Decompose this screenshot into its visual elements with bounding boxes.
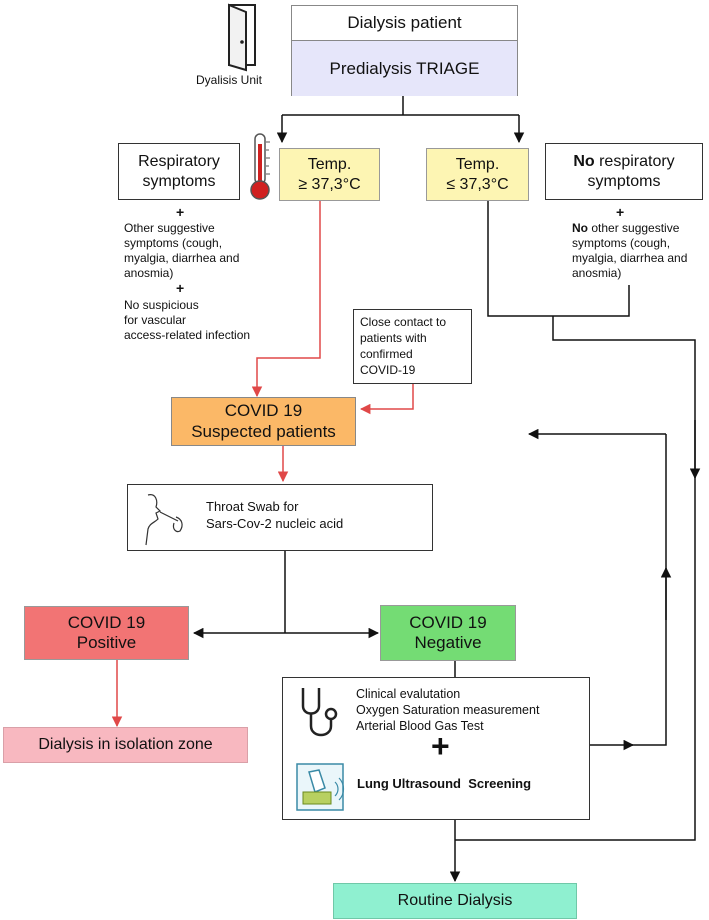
text-line: Close contact to <box>360 315 447 329</box>
text-line: Sars-Cov-2 nucleic acid <box>206 516 344 531</box>
text-line: anosmia) <box>124 266 174 280</box>
text-line: Arterial Blood Gas Test <box>356 719 484 733</box>
suspected-patients-box: COVID 19 Suspected patients <box>171 397 356 446</box>
positive-line-2: Positive <box>76 633 137 652</box>
patient-triage-box: Dialysis patient Predialysis TRIAGE <box>291 5 518 96</box>
dialysis-unit-label: Dyalisis Unit <box>196 73 263 87</box>
temp-low-box: Temp. ≤ 37,3°C <box>426 148 529 201</box>
respiratory-symptoms-box: Respiratory symptoms <box>118 143 240 200</box>
respiratory-rest: respiratory <box>594 153 675 171</box>
thermometer-icon <box>250 133 270 200</box>
covid-positive-box: COVID 19 Positive <box>24 606 189 660</box>
negative-line-2: Negative <box>414 633 482 652</box>
text-line: symptoms (cough, <box>124 236 223 250</box>
isolation-zone-box: Dialysis in isolation zone <box>3 727 248 763</box>
left-red-path <box>251 201 321 398</box>
vascular-note-text: No suspicious for vascular access-relate… <box>124 298 250 343</box>
evaluation-text: Clinical evalutation Oxygen Saturation m… <box>356 686 539 734</box>
temp-high-label: Temp. <box>307 156 352 174</box>
isolation-label: Dialysis in isolation zone <box>38 736 213 754</box>
routine-label: Routine Dialysis <box>397 892 513 910</box>
text-line: confirmed <box>360 347 413 361</box>
stethoscope-icon <box>301 688 338 737</box>
temp-high-value: ≥ 37,3°C <box>298 175 361 193</box>
right-branch-path <box>455 201 696 841</box>
door-icon <box>228 3 256 72</box>
routine-dialysis-box: Routine Dialysis <box>333 883 577 919</box>
text-line: No suspicious <box>124 298 199 312</box>
no-respiratory-symptoms-box: No respiratory symptoms <box>545 143 703 200</box>
no-other-symptoms-text: No other suggestive symptoms (cough, mya… <box>572 221 687 281</box>
temp-high-box: Temp. ≥ 37,3°C <box>279 148 380 201</box>
text-line: Other suggestive <box>124 221 215 235</box>
respiratory-line: Respiratory <box>138 153 220 171</box>
plus-sign: + <box>176 280 185 296</box>
covid-negative-box: COVID 19 Negative <box>380 605 516 661</box>
text-line: symptoms (cough, <box>572 236 671 250</box>
no-bold: No <box>572 221 588 235</box>
other-symptoms-text: Other suggestive symptoms (cough, myalgi… <box>124 221 239 281</box>
symptoms-line: symptoms <box>142 172 216 190</box>
text-line: myalgia, diarrhea and <box>572 251 688 265</box>
throat-swab-box: Throat Swab for Sars-Cov-2 nucleic acid <box>127 484 433 551</box>
temp-low-label: Temp. <box>455 156 500 174</box>
text-line: No other suggestive <box>572 221 687 236</box>
suspected-line-2: Suspected patients <box>191 421 336 441</box>
text-line: patients with <box>360 331 427 345</box>
text-line: anosmia) <box>572 266 622 280</box>
contact-red-path <box>359 384 414 415</box>
temp-low-value: ≤ 37,3°C <box>446 175 509 193</box>
suspected-line-1: COVID 19 <box>224 401 303 421</box>
text-line: for vascular <box>124 313 187 327</box>
clinical-evaluation-box: Clinical evalutation Oxygen Saturation m… <box>282 677 590 820</box>
text-line: COVID-19 <box>360 363 416 377</box>
text-line: access-related infection <box>124 328 251 342</box>
symptoms-line: symptoms <box>587 172 661 190</box>
no-bold: No <box>573 153 595 171</box>
lung-ultrasound-label: Lung Ultrasound Screening <box>357 776 532 791</box>
close-contact-box: Close contact to patients with confirmed… <box>353 309 472 384</box>
triage-connector <box>282 96 519 116</box>
triage-subtitle: Predialysis TRIAGE <box>292 41 517 96</box>
text-line: Throat Swab for <box>206 499 299 514</box>
positive-line-1: COVID 19 <box>67 612 146 632</box>
text-line: myalgia, diarrhea and <box>124 251 240 265</box>
no-respiratory-line: No respiratory <box>573 152 674 171</box>
patient-title: Dialysis patient <box>292 6 517 41</box>
feedback-path <box>629 434 667 746</box>
plus-sign: + <box>616 204 625 220</box>
swab-text: Throat Swab for Sars-Cov-2 nucleic acid <box>206 498 343 532</box>
throat-swab-icon <box>145 494 183 546</box>
text-rest: other suggestive <box>588 221 680 235</box>
negative-line-1: COVID 19 <box>409 612 487 632</box>
text-line: Oxygen Saturation measurement <box>356 703 540 717</box>
big-plus: + <box>431 728 450 764</box>
ultrasound-probe-icon <box>296 763 345 811</box>
plus-sign: + <box>176 204 185 220</box>
text-line: Clinical evalutation <box>356 687 461 701</box>
